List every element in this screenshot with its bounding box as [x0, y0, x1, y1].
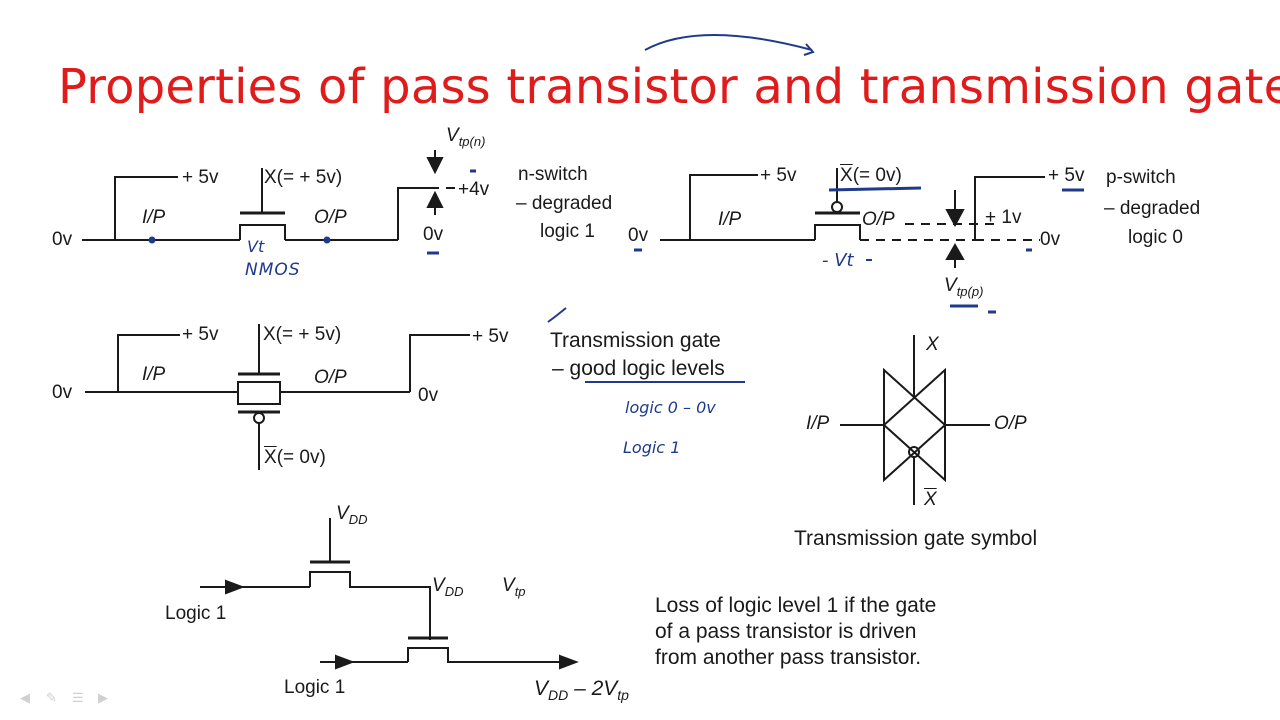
nmos-vtp-label: Vtp(n) — [446, 125, 486, 149]
tgate-desc-line1: Transmission gate — [550, 329, 721, 352]
symbol-x-label: X — [926, 334, 939, 355]
tgate-ip-label: I/P — [142, 364, 166, 385]
tgate-gate-label: X(= + 5v) — [263, 324, 342, 345]
tgate-output-low-label: 0v — [418, 385, 439, 406]
pmos-vdd-label: + 5v — [760, 165, 797, 186]
handwritten-minus-vt-note: - Vt — [822, 250, 854, 271]
pen-icon[interactable]: ✎ — [46, 690, 57, 705]
tgate-gatebar-label: X(= 0v) — [264, 447, 326, 468]
chain-vdd-mid-label: VDD — [432, 575, 464, 599]
pmos-ip-label: I/P — [718, 209, 742, 230]
tgate-symbol — [840, 335, 990, 505]
nmos-desc-line3: logic 1 — [540, 221, 595, 242]
nmos-desc-line1: n-switch — [518, 164, 588, 185]
chain-vdd-top-label: VDD — [336, 503, 368, 527]
nmos-desc-line2: – degraded — [516, 193, 613, 214]
nmos-gate-label: X(= + 5v) — [264, 167, 343, 188]
handwritten-logic1-note: Logic 1 — [623, 438, 681, 457]
tgate-vdd-label: + 5v — [182, 324, 219, 345]
chain-note-line2: of a pass transistor is driven — [655, 620, 917, 643]
nmos-op-label: O/P — [314, 207, 347, 228]
chain-logic1-b-label: Logic 1 — [284, 677, 346, 698]
pmos-plus5-label: + 5v — [1048, 165, 1085, 186]
tgate-op-label: O/P — [314, 367, 347, 388]
handwritten-logic0-note: logic 0 – 0v — [625, 398, 716, 417]
tgate-desc-line2: – good logic levels — [552, 357, 725, 380]
back-arrow-icon[interactable]: ◀ — [20, 690, 30, 705]
pmos-vtp-label: Vtp(p) — [944, 275, 984, 299]
chain-logic1-a-label: Logic 1 — [165, 603, 227, 624]
pmos-circuit — [660, 168, 1045, 268]
tgate-output-high-label: + 5v — [472, 326, 509, 347]
pmos-desc-line1: p-switch — [1106, 167, 1176, 188]
nmos-circuit — [82, 150, 460, 244]
tgate-circuit — [85, 324, 470, 470]
chain-circuit — [200, 518, 579, 670]
nmos-ip-label: I/P — [142, 207, 166, 228]
slideshow-toolbar: ◀ ✎ ☰ ▶ — [20, 690, 114, 705]
nmos-input-low-label: 0v — [52, 229, 73, 250]
nmos-vdd-label: + 5v — [182, 167, 219, 188]
chain-vtp-mid-label: Vtp — [502, 575, 526, 599]
pmos-op-label: O/P — [862, 209, 895, 230]
slide-title: Properties of pass transistor and transm… — [58, 59, 1280, 115]
pmos-desc-line3: logic 0 — [1128, 227, 1183, 248]
symbol-op-label: O/P — [994, 413, 1027, 434]
pmos-desc-line2: – degraded — [1104, 198, 1201, 219]
symbol-xbar-label: X — [924, 489, 937, 510]
chain-note-line1: Loss of logic level 1 if the gate — [655, 594, 937, 617]
nmos-output-low-label: 0v — [423, 224, 444, 245]
handwritten-vt-note: Vt — [247, 237, 265, 256]
pmos-plus1-label: + 1v — [985, 207, 1022, 228]
nmos-plus4-label: +4v — [458, 179, 490, 200]
pmos-input-low-label: 0v — [628, 225, 649, 246]
chain-output-label: VDD – 2Vtp — [534, 677, 629, 704]
menu-icon[interactable]: ☰ — [72, 690, 84, 705]
handwritten-nmos-note: NMOS — [245, 260, 301, 280]
forward-arrow-icon[interactable]: ▶ — [98, 690, 108, 705]
pmos-gate-label: X(= 0v) — [840, 165, 902, 186]
chain-note-line3: from another pass transistor. — [655, 646, 922, 669]
pmos-output-low-label: 0v — [1040, 229, 1061, 250]
tgate-input-low-label: 0v — [52, 382, 73, 403]
symbol-caption: Transmission gate symbol — [794, 527, 1038, 550]
symbol-ip-label: I/P — [806, 413, 830, 434]
